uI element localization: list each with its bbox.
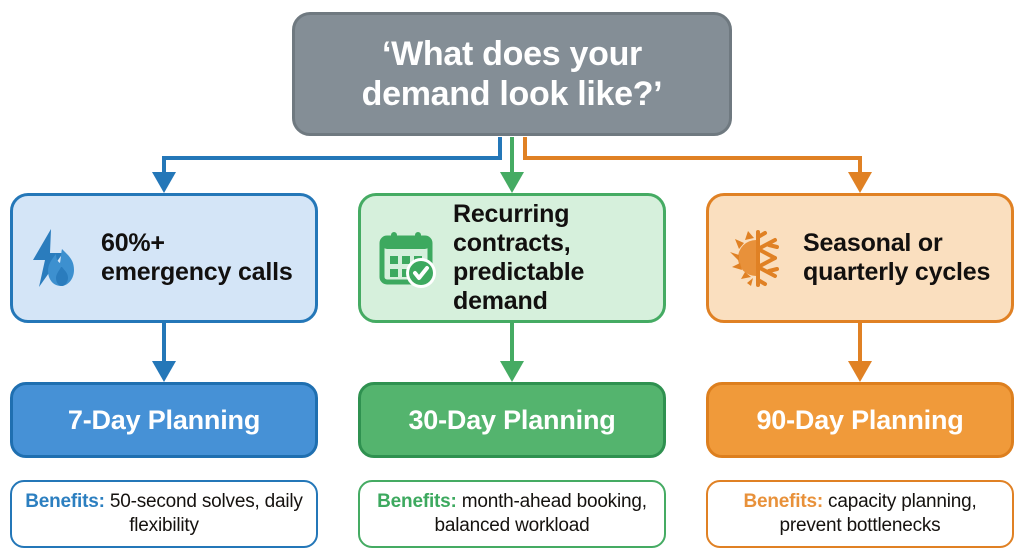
plan-bar-label: 7-Day Planning [67, 404, 261, 435]
benefits-text: month-ahead booking, balanced workload [434, 491, 647, 536]
plan-bar-7-day[interactable]: 7-Day Planning [10, 382, 318, 458]
plan-bar-30-day[interactable]: 30-Day Planning [358, 382, 666, 458]
signal-card-recurring[interactable]: Recurring contracts, predictable demand [358, 193, 666, 323]
benefits-label: Benefits: [25, 491, 105, 513]
lightning-flame-icon [33, 229, 74, 287]
signal-card-label: 60%+ emergency calls [101, 229, 293, 286]
column-30-day: Recurring contracts, predictable demand … [358, 0, 666, 559]
signal-card-label: Seasonal or quarterly cycles [803, 229, 991, 286]
title-line-1: ‘What does your [382, 34, 642, 73]
signal-card-label: Recurring contracts, predictable demand [453, 200, 585, 315]
column-90-day: Seasonal or quarterly cycles 90-Day Plan… [706, 0, 1014, 559]
signal-card-seasonal[interactable]: Seasonal or quarterly cycles [706, 193, 1014, 323]
column-7-day: 60%+ emergency calls 7-Day Planning Bene… [10, 0, 318, 559]
signal-card-emergency[interactable]: 60%+ emergency calls [10, 193, 318, 323]
benefits-text: capacity planning, prevent bottlenecks [779, 491, 977, 536]
benefits-label: Benefits: [377, 491, 457, 513]
benefits-text: 50-second solves, daily flexibility [104, 491, 303, 536]
benefits-label: Benefits: [743, 491, 823, 513]
plan-bar-label: 30-Day Planning [408, 404, 616, 435]
sun-snowflake-icon [730, 230, 779, 287]
benefits-box-7-day: Benefits: 50-second solves, daily flexib… [10, 480, 318, 548]
plan-bar-label: 90-Day Planning [756, 404, 964, 435]
page-title: ‘What does your demand look like?’ [292, 12, 732, 136]
benefits-box-90-day: Benefits: capacity planning, prevent bot… [706, 480, 1014, 548]
calendar-check-icon [379, 232, 436, 288]
title-line-2: demand look like?’ [361, 75, 663, 113]
plan-bar-90-day[interactable]: 90-Day Planning [706, 382, 1014, 458]
benefits-box-30-day: Benefits: month-ahead booking, balanced … [358, 480, 666, 548]
